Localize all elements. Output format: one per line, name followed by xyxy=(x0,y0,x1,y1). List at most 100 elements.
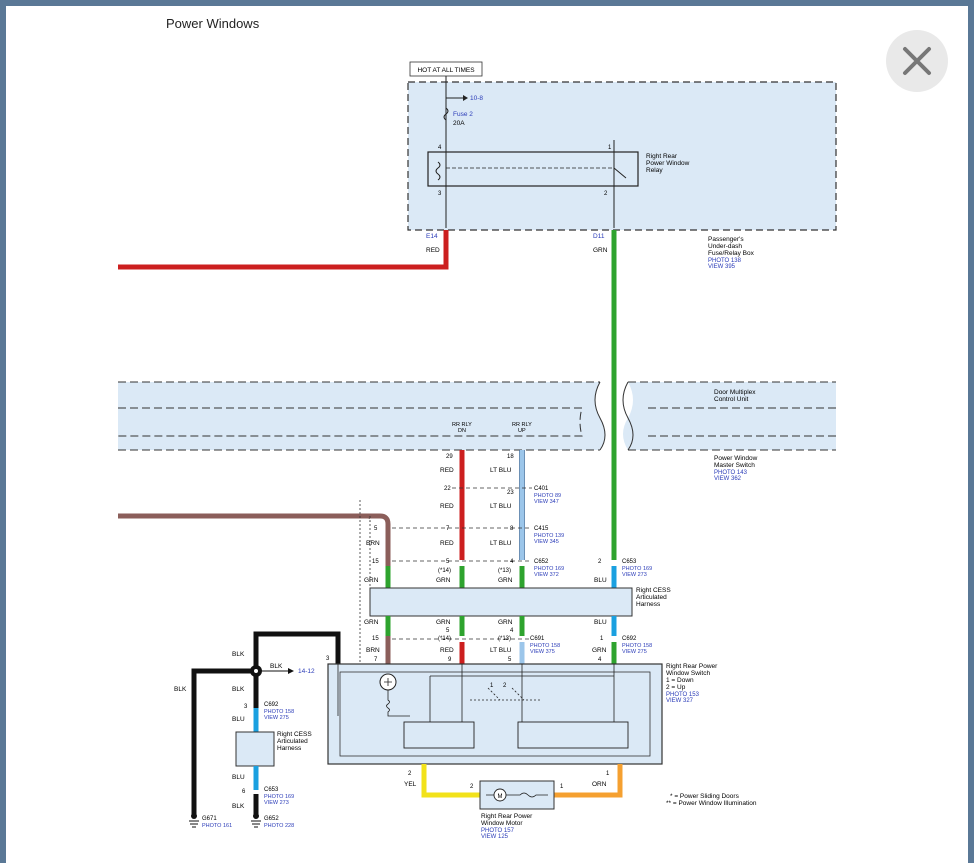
wire-label-ltblu-4: LT BLU xyxy=(490,647,512,654)
relay-pin-2: 2 xyxy=(604,191,608,197)
c401-photo-link[interactable]: PHOTO 89 xyxy=(534,493,561,499)
wire-label-red-e14: RED xyxy=(426,247,440,254)
ref-10-8-link[interactable]: 10-8 xyxy=(470,95,483,102)
c653-photo-link-b[interactable]: PHOTO 169 xyxy=(264,794,294,800)
close-icon xyxy=(903,47,931,75)
motor-photo-link[interactable]: PHOTO 157 xyxy=(481,828,515,834)
close-button[interactable] xyxy=(886,30,948,92)
wire-label-grn-1: GRN xyxy=(364,577,379,584)
conn-c692-b: C692 xyxy=(264,702,279,708)
c691-view-link[interactable]: VIEW 375 xyxy=(530,649,555,655)
pin-4-sw: 4 xyxy=(598,657,602,663)
master-label-2: Master Switch xyxy=(714,462,755,469)
pin-1-c692: 1 xyxy=(600,636,604,642)
relay-label-2: Power Window xyxy=(646,160,690,167)
cess-small-label-2: Articulated xyxy=(277,738,308,745)
c653-photo-link[interactable]: PHOTO 169 xyxy=(622,566,652,572)
c652-photo-link[interactable]: PHOTO 169 xyxy=(534,566,564,572)
cess-small-label-1: Right CESS xyxy=(277,731,312,738)
conn-c692-a: C692 xyxy=(622,636,637,642)
pin-5-a: 5 xyxy=(374,526,378,532)
wire-label-brn-1: BRN xyxy=(366,540,380,547)
star-13-a: (*13) xyxy=(498,568,511,574)
window-switch-box xyxy=(327,663,663,765)
relay-pin-4: 4 xyxy=(438,145,442,151)
fuse-amp: 20A xyxy=(453,120,465,127)
switch-photo-link[interactable]: PHOTO 153 xyxy=(666,692,700,698)
orn-wire xyxy=(554,764,623,798)
g652-photo-link[interactable]: PHOTO 228 xyxy=(264,823,294,829)
fusebox-label-2: Under-dash xyxy=(708,243,742,250)
multiplex-box-right xyxy=(623,382,836,450)
yel-wire xyxy=(421,764,480,798)
c691-photo-link[interactable]: PHOTO 158 xyxy=(530,643,560,649)
pin-e14: E14 xyxy=(426,233,438,240)
pin-22: 22 xyxy=(444,486,451,492)
master-view-link[interactable]: VIEW 362 xyxy=(714,476,742,482)
star-14-a: (*14) xyxy=(438,568,451,574)
c652-view-link[interactable]: VIEW 372 xyxy=(534,572,559,578)
c415-photo-link[interactable]: PHOTO 139 xyxy=(534,533,564,539)
c692-view-link-b[interactable]: VIEW 275 xyxy=(264,715,289,721)
switch-label-3: 1 = Down xyxy=(666,677,694,684)
master-photo-link[interactable]: PHOTO 143 xyxy=(714,470,748,476)
cess-harness-box-small xyxy=(235,731,275,767)
wire-label-red-2: RED xyxy=(440,503,454,510)
motor-label-2: Window Motor xyxy=(481,820,523,827)
wire-label-grn-5: GRN xyxy=(436,619,451,626)
fusebox-view-link[interactable]: VIEW 395 xyxy=(708,264,736,270)
wire-label-grn-7: GRN xyxy=(592,647,607,654)
pin-5-c: 5 xyxy=(446,628,450,634)
pin-9-sw: 9 xyxy=(448,657,452,663)
c692-photo-link-a[interactable]: PHOTO 158 xyxy=(622,643,652,649)
cess-label-1: Right CESS xyxy=(636,587,671,594)
c401-view-link[interactable]: VIEW 347 xyxy=(534,499,559,505)
note-sliding-doors: * = Power Sliding Doors xyxy=(670,793,740,800)
c692-view-link-a[interactable]: VIEW 275 xyxy=(622,649,647,655)
conn-c415: C415 xyxy=(534,526,549,532)
c653-view-link-b[interactable]: VIEW 273 xyxy=(264,800,289,806)
fuse-icon xyxy=(443,107,449,121)
rr-dn-label-1: RR RLY xyxy=(452,422,472,428)
pin-d11: D11 xyxy=(593,233,605,240)
pin-7: 7 xyxy=(446,526,450,532)
fusebox-label-3: Fuse/Relay Box xyxy=(708,250,755,257)
c415-view-link[interactable]: VIEW 345 xyxy=(534,539,559,545)
pin-3-c692: 3 xyxy=(244,704,248,710)
motor-label-1: Right Rear Power xyxy=(481,813,533,820)
switch-label-2: Window Switch xyxy=(666,670,710,677)
pin-15-b: 15 xyxy=(372,636,379,642)
pin-29: 29 xyxy=(446,454,453,460)
fusebox-photo-link[interactable]: PHOTO 138 xyxy=(708,258,742,264)
blk-wire-g671 xyxy=(191,668,256,815)
g671-photo-link[interactable]: PHOTO 161 xyxy=(202,823,232,829)
switch-view-link[interactable]: VIEW 327 xyxy=(666,698,694,704)
pin-2-yel: 2 xyxy=(408,771,412,777)
wire-label-red-4: RED xyxy=(440,647,454,654)
wire-label-grn-4: GRN xyxy=(364,619,379,626)
wire-label-blk-4: BLK xyxy=(232,686,245,693)
switch-pos-1: 1 xyxy=(490,683,494,689)
wire-label-blu-1: BLU xyxy=(594,577,607,584)
pin-15-a: 15 xyxy=(372,559,379,565)
fusebox-label-1: Passenger's xyxy=(708,236,744,243)
c653-view-link[interactable]: VIEW 273 xyxy=(622,572,647,578)
c692-photo-link-b[interactable]: PHOTO 158 xyxy=(264,709,294,715)
hot-label: HOT AT ALL TIMES xyxy=(417,67,475,74)
multiplex-box-left xyxy=(118,382,605,450)
wire-label-yel: YEL xyxy=(404,781,417,788)
rr-up-label-1: RR RLY xyxy=(512,422,532,428)
relay-label-1: Right Rear xyxy=(646,153,678,160)
wire-label-blu-3: BLU xyxy=(232,716,245,723)
motor-view-link[interactable]: VIEW 125 xyxy=(481,834,509,840)
wire-label-brn-2: BRN xyxy=(366,647,380,654)
wire-label-blu-2: BLU xyxy=(594,619,607,626)
ground-g671-icon xyxy=(189,820,199,828)
switch-pos-2: 2 xyxy=(503,683,507,689)
wire-label-grn-6: GRN xyxy=(498,619,513,626)
pin-23: 23 xyxy=(507,490,514,496)
ref-14-12-link[interactable]: 14-12 xyxy=(298,668,315,675)
window-switch-inner xyxy=(339,671,651,757)
page-title: Power Windows xyxy=(166,16,260,31)
